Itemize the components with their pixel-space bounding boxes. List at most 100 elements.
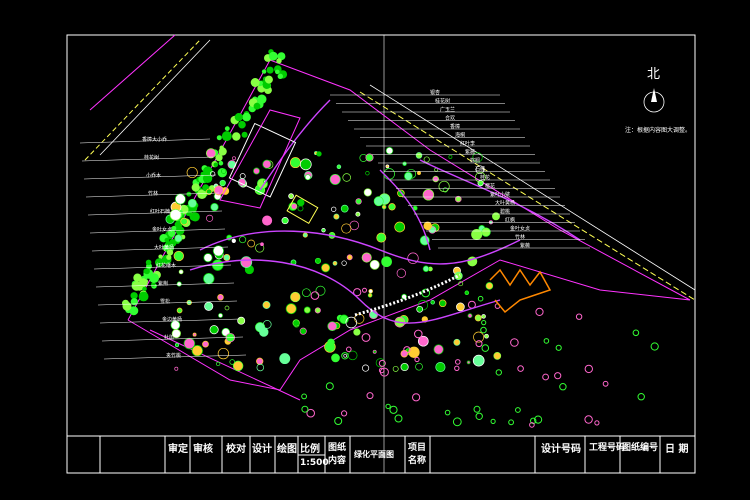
tree-symbol: [145, 259, 152, 266]
plant-symbol: [346, 254, 353, 261]
plant-label: 香樟: [450, 123, 460, 130]
plant-symbol: [316, 151, 322, 157]
plant-symbol: [204, 301, 214, 311]
title-block: [66, 435, 696, 474]
tree-symbol: [261, 69, 267, 74]
plant-label: 红叶石楠: [150, 208, 170, 215]
plant-symbol: [415, 152, 423, 159]
plant-symbol: [281, 217, 289, 225]
plant-symbol: [481, 227, 491, 237]
plant-symbol: [472, 152, 483, 163]
plant-symbol: [355, 211, 361, 217]
plant-symbol: [174, 366, 179, 371]
plant-label: 小乔木: [146, 172, 161, 179]
plant-symbol: [223, 254, 231, 261]
tree-symbol: [454, 365, 460, 371]
plant-symbol: [178, 269, 184, 275]
tb-draw: 绘图: [277, 444, 297, 455]
plant-symbol: [407, 252, 419, 264]
tree-symbol: [554, 372, 562, 380]
plant-symbol: [453, 338, 461, 346]
tree-symbol: [218, 147, 227, 156]
tree-symbol: [353, 288, 362, 297]
plant-symbol: [336, 164, 342, 170]
plant-symbol: [340, 204, 349, 213]
plant-symbol: [400, 362, 409, 372]
tree-symbol: [301, 405, 309, 413]
drawing-frame: [66, 34, 696, 474]
plant-symbol: [342, 173, 351, 182]
tree-symbol: [264, 75, 273, 84]
plant-symbol: [355, 198, 362, 205]
tree-symbol: [234, 134, 240, 140]
plant-label: 桂花树: [435, 98, 450, 105]
plant-symbol: [361, 252, 372, 263]
plant-symbol: [404, 171, 413, 181]
tb-scale-label: 比例: [300, 444, 320, 455]
tree-symbol: [650, 342, 659, 351]
plant-symbol: [210, 202, 219, 212]
tree-symbol: [361, 333, 371, 342]
plant-symbol: [260, 242, 264, 247]
plant-symbol: [171, 329, 181, 339]
tree-symbol: [224, 126, 230, 131]
plant-symbol: [493, 352, 502, 360]
tree-symbol: [495, 369, 502, 376]
plant-symbol: [430, 300, 435, 305]
plant-symbol: [484, 333, 489, 339]
tree-symbol: [130, 298, 138, 306]
plant-symbol: [321, 263, 331, 273]
plant-label: 竹林: [515, 234, 525, 241]
plant-symbol: [237, 316, 246, 325]
site-boundary: [127, 59, 691, 391]
plant-symbol: [186, 166, 198, 179]
tree-symbol: [250, 78, 260, 87]
plant-symbol: [218, 313, 223, 318]
plant-symbol: [458, 281, 464, 287]
tree-symbol: [534, 415, 543, 424]
plant-label: 大叶黄杨: [154, 244, 174, 251]
tree-symbol: [481, 320, 487, 326]
plant-symbol: [202, 340, 209, 348]
plant-symbol: [422, 265, 430, 273]
tree-symbol: [171, 225, 177, 231]
tb-content-label: 图纸内容: [328, 443, 347, 466]
tree-symbol: [444, 409, 451, 416]
plant-symbol: [385, 164, 390, 169]
tree-symbol: [542, 373, 549, 381]
north-note: 注：根据内容图大调整。: [625, 126, 691, 134]
plant-symbol: [247, 239, 256, 248]
plant-symbol: [297, 199, 305, 207]
tree-symbol: [130, 292, 138, 300]
tree-symbol: [378, 367, 385, 374]
tree-symbol: [241, 131, 248, 138]
tree-symbol: [517, 365, 524, 372]
plant-symbol: [191, 345, 203, 357]
plant-symbol: [239, 236, 247, 244]
tree-symbol: [122, 301, 132, 311]
plant-symbol: [221, 168, 227, 174]
plant-symbol: [347, 350, 358, 361]
plant-symbol: [183, 337, 196, 350]
plant-symbol: [279, 353, 291, 365]
plant-symbol: [240, 256, 253, 268]
tree-symbol: [481, 344, 490, 352]
plant-symbol: [256, 357, 264, 365]
tree-symbol: [378, 359, 386, 367]
plant-symbol: [288, 193, 294, 199]
tree-symbol: [238, 120, 246, 129]
plant-symbol: [289, 157, 301, 169]
plant-symbol: [206, 214, 214, 222]
plant-symbol: [231, 238, 236, 243]
paths: [189, 99, 581, 324]
tree-symbol: [362, 287, 367, 293]
tree-symbol: [164, 237, 170, 243]
plant-symbol: [365, 171, 370, 176]
plant-symbol: [232, 360, 244, 372]
tree-symbol: [310, 291, 320, 300]
tb-scale-value: 1:500: [300, 458, 329, 468]
plant-symbol: [333, 213, 340, 220]
tree-symbol: [213, 162, 219, 168]
plant-symbol: [485, 282, 494, 290]
plant-symbol: [259, 327, 269, 337]
